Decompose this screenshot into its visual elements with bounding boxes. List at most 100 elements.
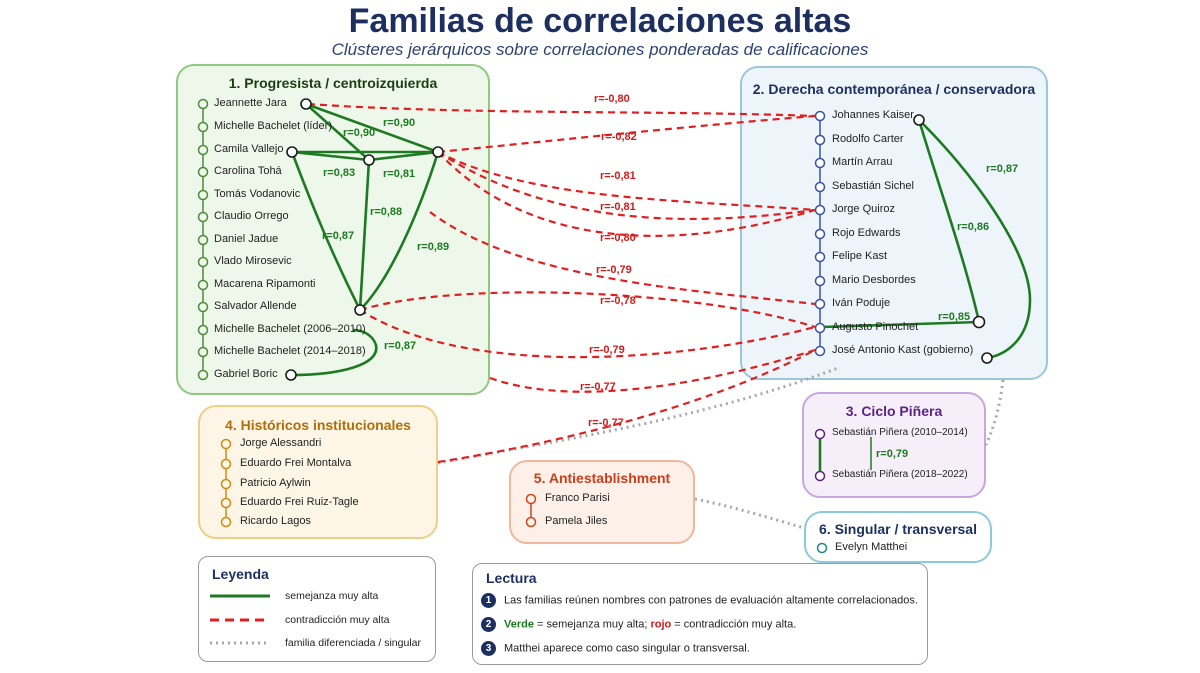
member-progresista: Jeannette Jara <box>214 97 287 109</box>
green-link-vallejo-allende <box>290 151 362 311</box>
green-link-label: r=0,85 <box>938 311 971 323</box>
member-pinera: Sebastián Piñera (2010–2014) <box>832 427 968 438</box>
member-node <box>814 470 826 482</box>
member-singular: Evelyn Matthei <box>835 541 908 553</box>
green-link-label: r=0,90 <box>343 127 376 139</box>
green-link-hub-allende <box>358 159 371 311</box>
member-derecha: Felipe Kast <box>832 250 888 262</box>
member-node <box>197 98 209 110</box>
red-link-label: r=-0,81 <box>600 201 636 213</box>
member-node <box>525 516 537 528</box>
red-link-2 <box>437 114 816 154</box>
member-progresista: Salvador Allende <box>214 300 297 312</box>
member-derecha: Augusto Pinochet <box>832 321 919 333</box>
member-node <box>814 345 826 357</box>
legend-label-red: contradicción muy alta <box>285 614 390 626</box>
member-derecha: Jorge Quiroz <box>832 203 895 215</box>
red-link-label: r=-0,79 <box>596 264 632 276</box>
member-node <box>814 251 826 263</box>
green-link-label: r=0,83 <box>323 167 356 179</box>
green-link-label: r=0,79 <box>876 448 909 460</box>
member-progresista: Daniel Jadue <box>214 233 279 245</box>
hub-node-jara <box>300 98 312 110</box>
red-link-10 <box>437 349 816 464</box>
member-node <box>814 228 826 240</box>
member-historicos: Ricardo Lagos <box>240 515 311 527</box>
family-box-derecha: 2. Derecha contemporánea / conservadora <box>740 66 1048 380</box>
member-node <box>197 144 209 156</box>
green-link-label: r=0,87 <box>384 340 417 352</box>
red-link-label: r=-0,78 <box>600 295 636 307</box>
member-antiestablishment: Franco Parisi <box>545 492 610 504</box>
page-title: Familias de correlaciones altas <box>348 2 852 40</box>
green-link-label: r=0,88 <box>370 206 403 218</box>
green-link-label: r=0,81 <box>383 168 416 180</box>
hub-node-vallejo <box>286 146 298 158</box>
member-node <box>814 204 826 216</box>
member-progresista: Claudio Orrego <box>214 210 289 222</box>
family-title-singular: 6. Singular / transversal <box>819 521 977 537</box>
gray-link-pinera <box>984 379 1005 446</box>
green-link-label: r=0,87 <box>986 163 1019 175</box>
member-progresista: Michelle Bachelet (2006–2010) <box>214 323 366 335</box>
member-node <box>197 279 209 291</box>
hub-node-pinochet <box>972 315 986 329</box>
red-link-4 <box>437 151 816 221</box>
legend-label-green: semejanza muy alta <box>285 590 379 602</box>
gray-link-historicos <box>437 366 839 465</box>
red-link-8 <box>359 309 816 359</box>
member-progresista: Tomás Vodanovic <box>214 188 301 200</box>
member-node <box>220 458 232 470</box>
page-subtitle: Clústeres jerárquicos sobre correlacione… <box>331 40 869 59</box>
green-link-label: r=0,87 <box>322 230 355 242</box>
red-link-7 <box>359 291 816 329</box>
hub-node-kastgob <box>981 352 993 364</box>
member-antiestablishment: Pamela Jiles <box>545 515 608 527</box>
green-link-kaiser-pinochet <box>917 119 981 323</box>
member-node <box>220 516 232 528</box>
member-node <box>197 189 209 201</box>
hub-node-kaiser <box>913 114 925 126</box>
member-node <box>814 275 826 287</box>
red-link-9 <box>489 348 816 393</box>
member-derecha: José Antonio Kast (gobierno) <box>832 344 974 356</box>
green-link-label: r=0,90 <box>383 117 416 129</box>
member-node <box>197 211 209 223</box>
green-link-jara-hub <box>305 103 370 161</box>
member-node <box>197 121 209 133</box>
member-node <box>220 478 232 490</box>
member-progresista: Gabriel Boric <box>214 368 278 380</box>
red-link-1 <box>307 102 816 118</box>
member-node <box>197 369 209 381</box>
family-box-historicos: 4. Históricos institucionales <box>198 405 438 539</box>
red-link-label: r=-0,80 <box>600 232 636 244</box>
member-progresista: Camila Vallejo <box>214 143 284 155</box>
family-title-pinera: 3. Ciclo Piñera <box>845 403 943 419</box>
legend-label-gray: familia diferenciada / singular <box>285 637 421 649</box>
member-node <box>197 234 209 246</box>
red-link-label: r=-0,77 <box>588 417 624 429</box>
member-node <box>814 322 826 334</box>
family-title-historicos: 4. Históricos institucionales <box>225 417 411 433</box>
member-progresista: Michelle Bachelet (líder) <box>214 120 332 132</box>
member-progresista: Macarena Ripamonti <box>214 278 316 290</box>
red-link-label: r=-0,80 <box>594 93 630 105</box>
red-link-label: r=-0,81 <box>600 170 636 182</box>
family-title-progresista: 1. Progresista / centroizquierda <box>228 75 438 91</box>
green-link-kaiser-kastgob <box>918 119 1032 360</box>
member-derecha: Sebastián Sichel <box>832 180 914 192</box>
member-node <box>197 324 209 336</box>
member-node <box>814 428 826 440</box>
red-link-label: r=-0,79 <box>589 344 625 356</box>
family-title-derecha: 2. Derecha contemporánea / conservadora <box>752 81 1036 97</box>
hub-node-right <box>432 146 444 158</box>
member-derecha: Mario Desbordes <box>832 274 916 286</box>
hub-node-center <box>363 154 375 166</box>
family-box-progresista: 1. Progresista / centroizquierda <box>176 64 490 395</box>
member-historicos: Eduardo Frei Ruiz-Tagle <box>240 496 359 508</box>
green-link-jara-right <box>305 102 439 154</box>
